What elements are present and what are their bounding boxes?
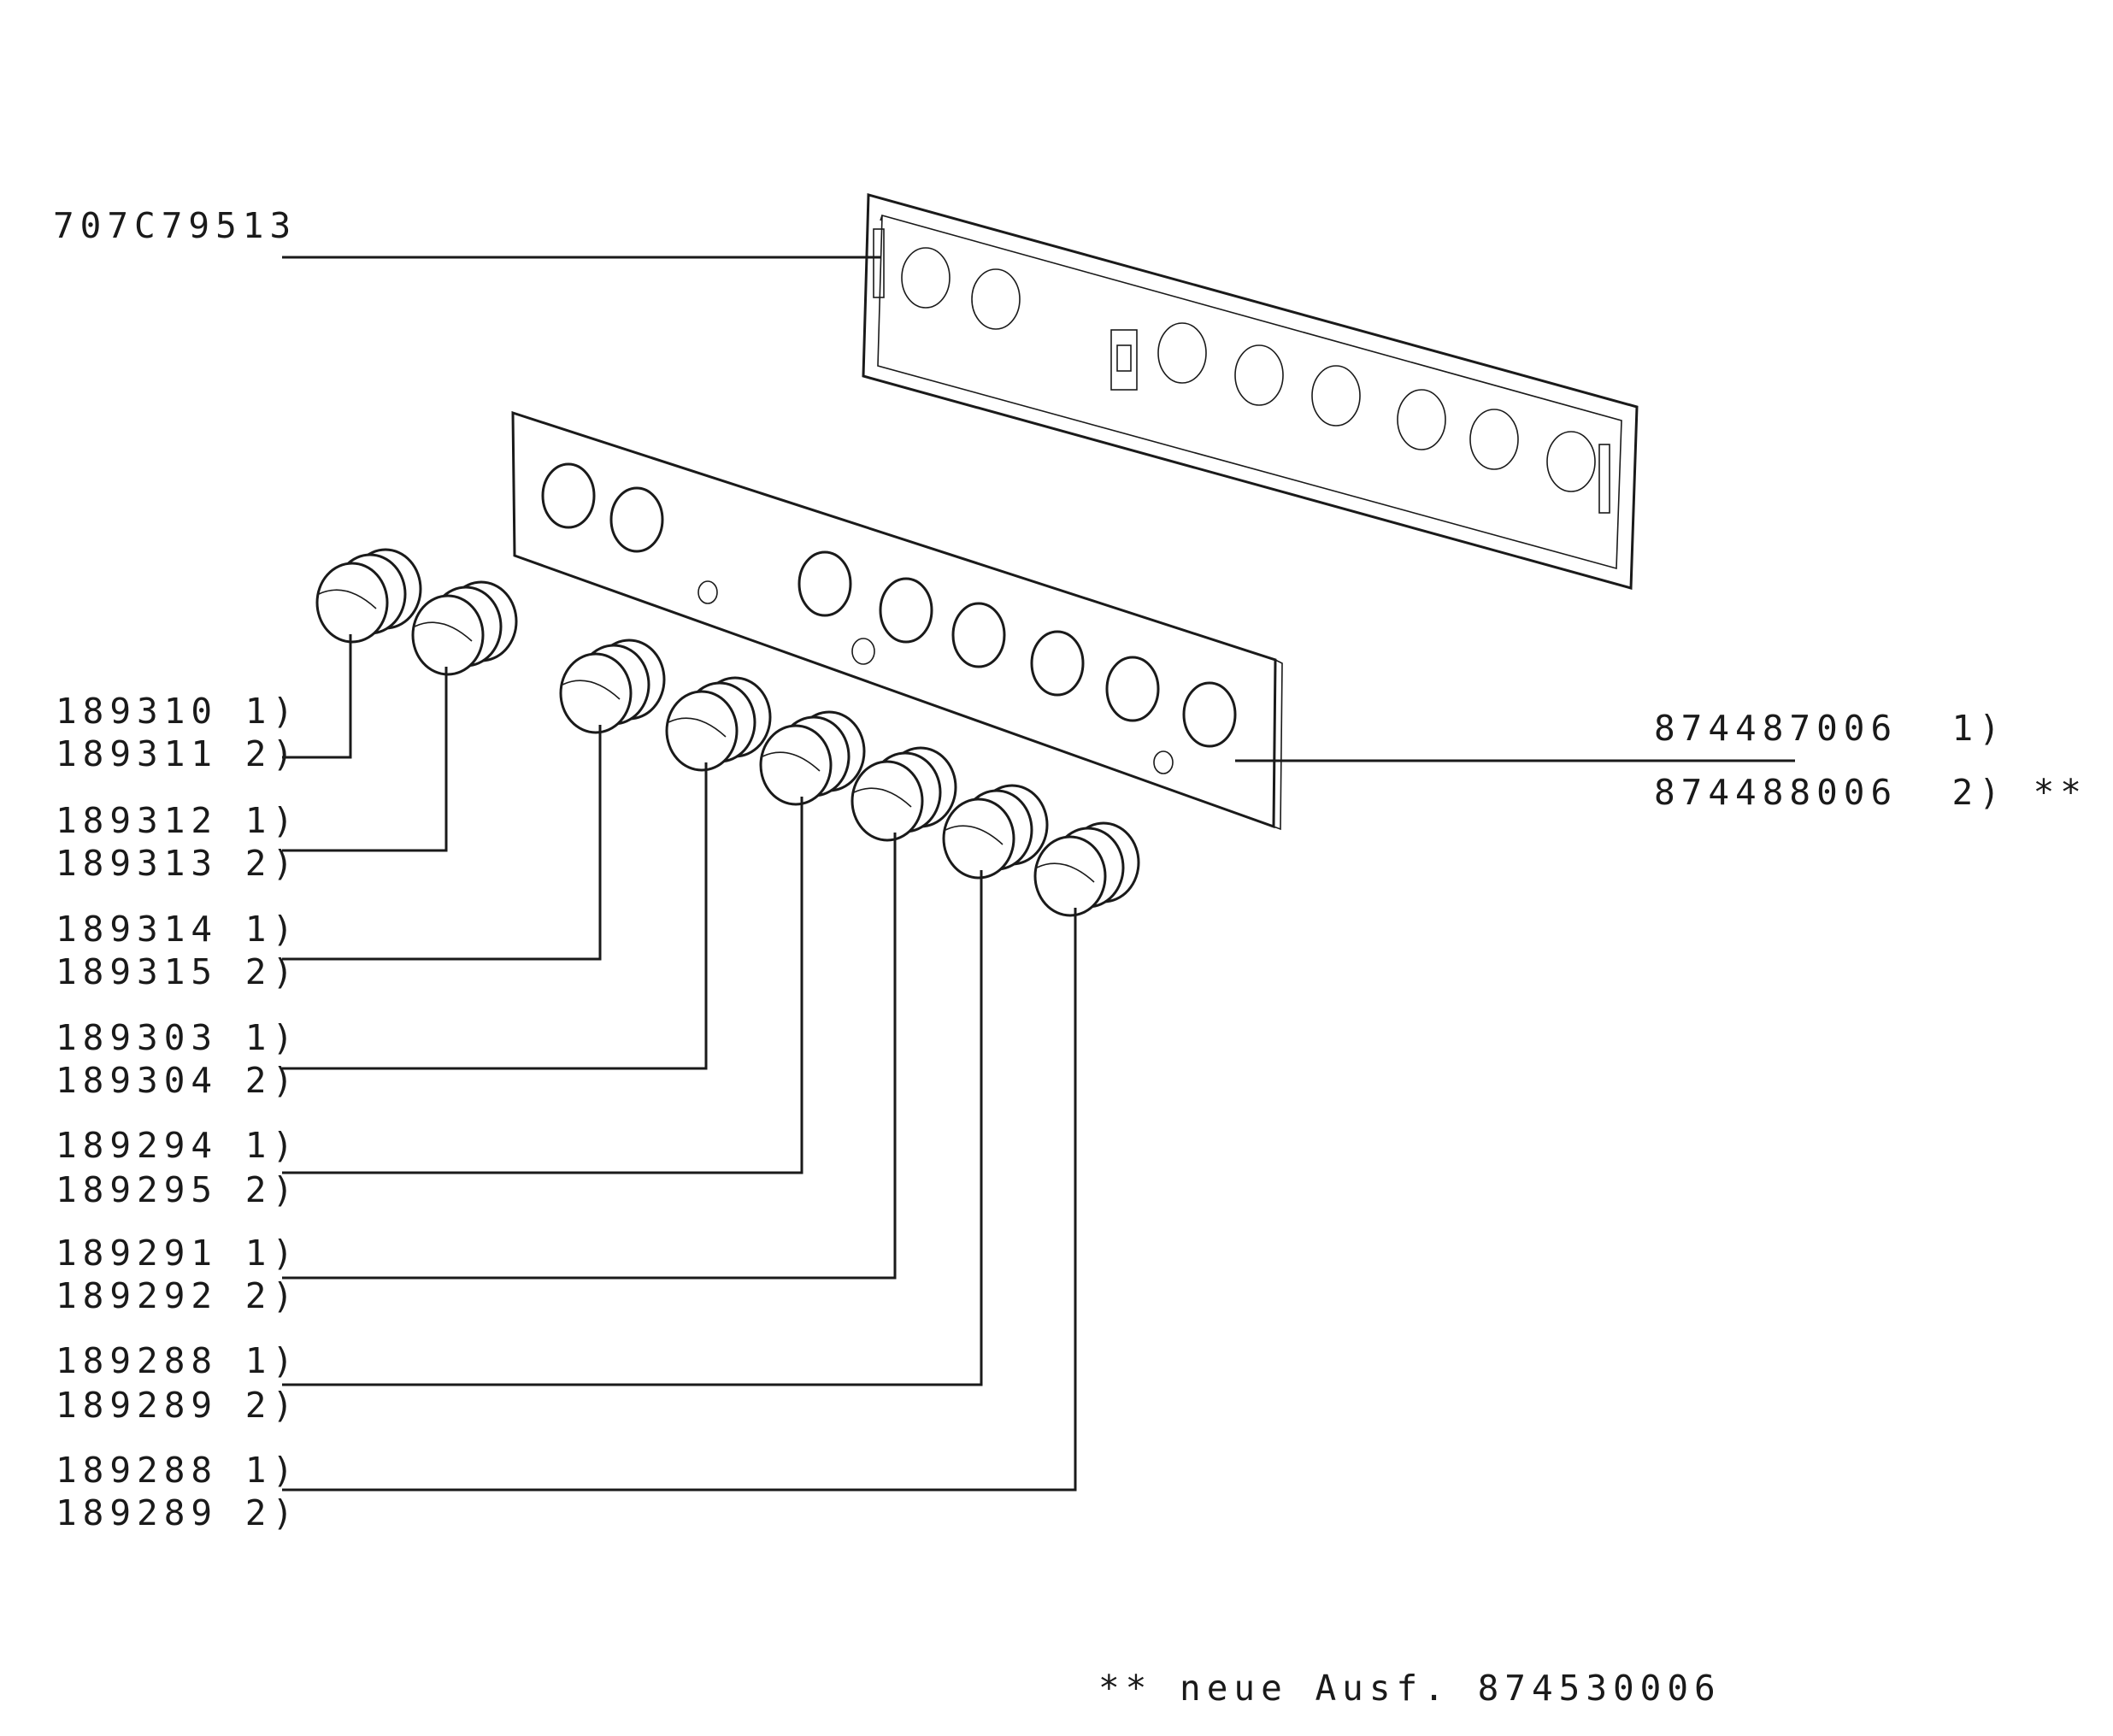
leader-knob-1 bbox=[282, 634, 352, 759]
knob-8 bbox=[1033, 821, 1140, 917]
knobs bbox=[315, 548, 1140, 917]
label-knob-8-variant-2: 189289 2) bbox=[56, 1492, 300, 1533]
label-knob-3-variant-2: 189315 2) bbox=[56, 951, 300, 992]
leader-knob-2 bbox=[282, 667, 448, 852]
label-knob-5-variant-1: 189294 1) bbox=[56, 1125, 300, 1166]
rear-frame bbox=[862, 193, 1639, 590]
label-knob-2-variant-1: 189312 1) bbox=[56, 800, 300, 841]
label-panel-variant-1: 874487006 1) bbox=[1654, 708, 2006, 749]
label-top-part: 707C79513 bbox=[53, 205, 297, 246]
knob-4 bbox=[665, 676, 772, 772]
control-panel-holes bbox=[541, 462, 1237, 774]
knob-2 bbox=[411, 580, 518, 676]
label-knob-3-variant-1: 189314 1) bbox=[56, 909, 300, 950]
knob-6 bbox=[850, 746, 957, 842]
knob-3 bbox=[559, 638, 666, 734]
label-panel-variant-2: 874488006 2) ** bbox=[1654, 772, 2087, 813]
label-knob-4-variant-1: 189303 1) bbox=[56, 1017, 300, 1058]
label-knob-4-variant-2: 189304 2) bbox=[56, 1060, 300, 1101]
leader-knob-6 bbox=[282, 833, 897, 1280]
leader-knob-5 bbox=[282, 797, 803, 1174]
label-knob-6-variant-1: 189291 1) bbox=[56, 1233, 300, 1274]
label-knob-7-variant-2: 189289 2) bbox=[56, 1385, 300, 1426]
leader-knob-7 bbox=[282, 870, 983, 1386]
knob-7 bbox=[942, 784, 1049, 880]
label-knob-5-variant-2: 189295 2) bbox=[56, 1169, 300, 1210]
knob-5 bbox=[759, 710, 866, 806]
footnote: ** neue Ausf. 874530006 bbox=[1098, 1668, 1722, 1709]
leader-lines bbox=[282, 256, 1795, 1492]
label-knob-8-variant-1: 189288 1) bbox=[56, 1450, 300, 1491]
label-knob-2-variant-2: 189313 2) bbox=[56, 843, 300, 884]
leader-knob-8 bbox=[282, 908, 1077, 1492]
label-knob-1-variant-1: 189310 1) bbox=[56, 691, 300, 732]
rear-frame-holes bbox=[901, 247, 1596, 492]
label-knob-7-variant-1: 189288 1) bbox=[56, 1340, 300, 1381]
leader-knob-4 bbox=[282, 762, 708, 1070]
knob-1 bbox=[315, 548, 422, 644]
label-knob-6-variant-2: 189292 2) bbox=[56, 1275, 300, 1316]
leader-knob-3 bbox=[282, 725, 602, 961]
control-panel bbox=[511, 410, 1283, 831]
label-knob-1-variant-2: 189311 2) bbox=[56, 733, 300, 774]
